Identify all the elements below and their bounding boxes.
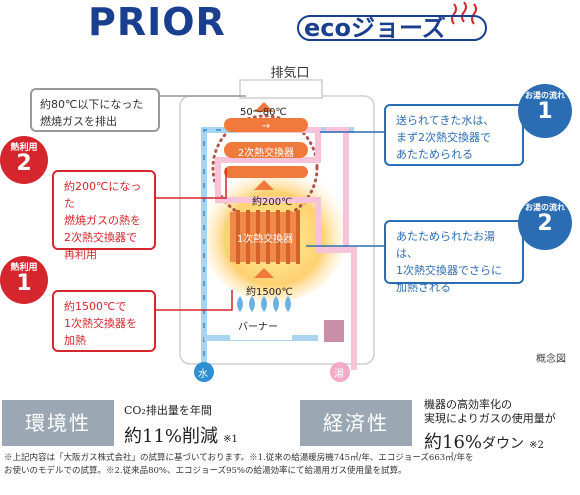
water-inlet	[194, 362, 214, 382]
env-label: 環境性	[2, 400, 114, 446]
up-arrow-low	[254, 268, 274, 278]
footnote: ※上記内容は「大阪ガス株式会社」の試算に基づいております。※1.従来の給湯暖房機…	[4, 453, 474, 476]
env-value: 約11%削減 ※1	[124, 426, 238, 447]
flow1-callout: 送られてきた水は、 まず2次熱交換器で あたためられる	[384, 104, 524, 166]
flow1-badge: お湯の流れ 1	[518, 84, 572, 138]
water-label: 水	[198, 369, 208, 380]
econ-desc-1: 機器の高効率化の	[424, 398, 512, 411]
econ-value: 約16%ダウン ※2	[424, 432, 544, 453]
burner-label: バーナー	[238, 322, 278, 333]
prior-logo: PRIOR	[88, 2, 226, 40]
hx1-fins	[230, 210, 300, 264]
heat2-badge: 熱利用 2	[0, 136, 48, 184]
up-arrow-top	[254, 102, 274, 112]
svg-text:→: →	[262, 121, 270, 132]
heat2-callout: 約200℃になった 燃焼ガスの熱を 2次熱交換器で 再利用	[52, 170, 156, 261]
hot-outlet	[330, 362, 350, 382]
exhaust-title: 排気口	[270, 66, 310, 81]
exhaust-callout: 約80℃以下になった 燃焼ガスを排出	[30, 88, 160, 132]
hx2-bar	[224, 142, 308, 158]
secondary-zone-ring	[211, 114, 319, 222]
hot-pipe-pink	[215, 127, 357, 370]
hx2-top-bar	[224, 118, 308, 132]
hx2-bottom-bar	[224, 166, 308, 178]
hot-label: 湯	[334, 369, 344, 380]
temp-top-label: 50〜80℃	[240, 107, 287, 118]
eco-jozu-logo: ecoジョーズ	[297, 2, 487, 42]
concept-label: 概念図	[536, 354, 566, 365]
econ-desc-2: 実現によりガスの使用量が	[424, 412, 556, 425]
boiler-diagram: →	[156, 79, 384, 382]
env-desc: CO₂排出量を年間	[124, 404, 212, 417]
heat1-callout: 約1500℃で 1次熱交換器を 加熱	[52, 290, 156, 352]
burner-flames	[237, 296, 291, 312]
econ-label: 経済性	[300, 400, 412, 446]
mixing-valve	[324, 320, 344, 342]
temp-mid-label: 約200℃	[252, 197, 293, 208]
hx1-label: 1次熱交換器	[236, 234, 294, 245]
svg-text:PRIOR: PRIOR	[88, 2, 226, 40]
up-arrow-mid	[254, 180, 274, 190]
flow2-badge: お湯の流れ 2	[518, 196, 572, 250]
hx2-label: 2次熱交換器	[237, 148, 295, 159]
svg-text:ecoジョーズ: ecoジョーズ	[304, 14, 446, 42]
exhaust-vent	[239, 79, 323, 99]
flow2-callout: あたためられたお湯は、 1次熱交換器でさらに 加熱される	[384, 220, 524, 294]
temp-bottom-label: 約1500℃	[246, 287, 293, 298]
heat1-badge: 熱利用 1	[0, 256, 48, 304]
